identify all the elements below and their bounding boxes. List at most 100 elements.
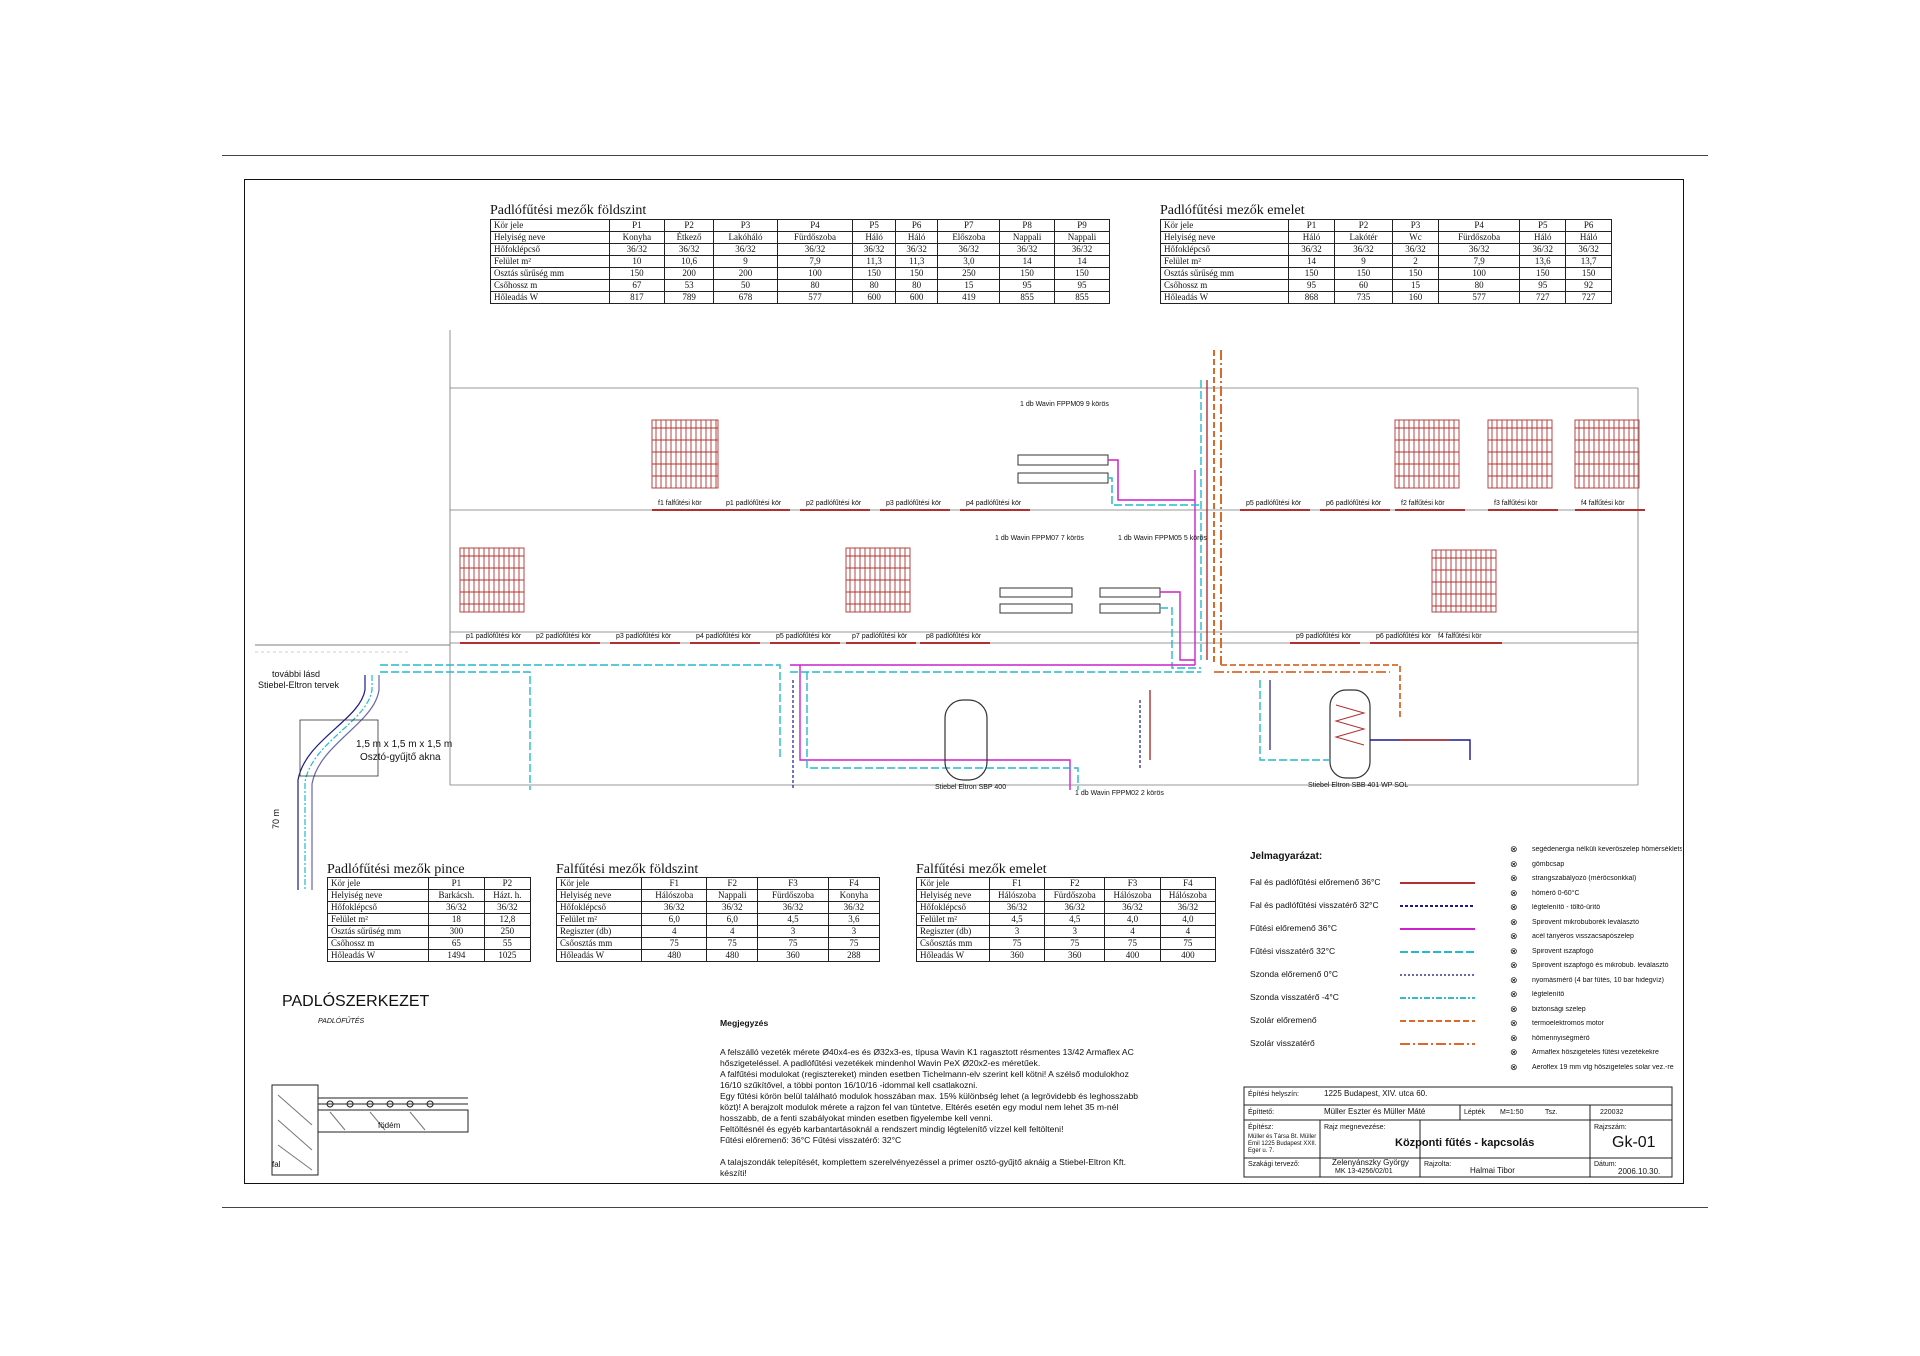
note-line: [720, 1146, 1200, 1157]
table-cell: 150: [1565, 267, 1612, 280]
tb-site-label: Építési helyszín:: [1248, 1091, 1299, 1098]
tb-engineer: Zelenyánszky György: [1332, 1158, 1409, 1167]
legend-symbol-label: gömbcsap: [1532, 860, 1565, 868]
legend-symbol-label: Armaflex hőszigetelés fűtési vezetékekre: [1532, 1049, 1659, 1056]
circuit-label: p9 padlófűtési kör: [1296, 633, 1352, 640]
legend-symbol-icon: ⊗: [1510, 931, 1518, 941]
table-cell: Hőleadás W: [1159, 291, 1290, 304]
tank1-label: Stiebel Eltron SBP 400: [935, 784, 1007, 791]
note-line: készíti!: [720, 1168, 747, 1178]
depth-label: 70 m: [271, 808, 282, 830]
circuit-label: f4 falfűtési kör: [1581, 500, 1625, 507]
legend-symbol-label: légtelenítő: [1532, 991, 1565, 998]
tb-jobno-label: Tsz.: [1545, 1109, 1558, 1116]
table-cell: 36/32: [713, 243, 778, 256]
table-cell: 789: [663, 291, 715, 304]
table-cell: 727: [1565, 291, 1612, 304]
table-title-wall-upper: Falfűtési mezők emelet: [916, 862, 1047, 877]
floor-label: födém: [378, 1121, 401, 1130]
legend-symbol-label: Spirovent iszapfogó: [1532, 947, 1594, 955]
table-title-floor-ground: Padlófűtési mezők földszint: [490, 203, 647, 218]
circuit-label: p5 padlófűtési kör: [1246, 500, 1302, 507]
circuit-label: p7 padlófűtési kör: [852, 633, 908, 640]
note-line: Egy fűtési körön belül található modulok…: [720, 1091, 1139, 1101]
legend-symbol-label: Spirovent mikrobuborék leválasztó: [1532, 918, 1639, 926]
bottom-rule: [222, 1207, 1708, 1208]
note-line: hőszigeteléssel. A padlófűtési vezetékek…: [720, 1058, 1041, 1068]
circuit-label: p3 padlófűtési kör: [886, 500, 942, 507]
note-line: A talajszondák telepítését, komplettem s…: [720, 1157, 1127, 1167]
wall-register: [651, 419, 719, 489]
legend-symbol-icon: ⊗: [1510, 902, 1518, 912]
legend-symbol-icon: ⊗: [1510, 1003, 1518, 1014]
table-cell: 855: [1054, 291, 1110, 304]
manifold-top-label: 1 db Wavin FPPM09 9 körös: [1020, 401, 1109, 408]
table-cell: 36/32: [1054, 243, 1110, 256]
legend-symbol-icon: ⊗: [1510, 887, 1518, 898]
legend-symbol-icon: ⊗: [1510, 989, 1518, 999]
tb-drawn: Halmai Tibor: [1470, 1166, 1515, 1175]
circuit-label: p4 padlófűtési kör: [696, 633, 752, 640]
legend-label: Szonda visszatérő -4°C: [1250, 992, 1339, 1002]
tb-number: Gk-01: [1612, 1134, 1656, 1151]
tb-drawing: Központi fűtés - kapcsolás: [1395, 1137, 1535, 1149]
tb-date-label: Dátum:: [1594, 1161, 1617, 1168]
circuit-label: p1 padlófűtési kör: [726, 500, 782, 507]
circuit-label: f4 falfűtési kör: [1438, 633, 1482, 640]
table-title-wall-ground: Falfűtési mezők földszint: [556, 862, 699, 877]
legend-label: Szolár visszatérő: [1250, 1038, 1315, 1048]
circuit-label: p8 padlófűtési kör: [926, 633, 982, 640]
table-cell: 36/32: [1565, 243, 1612, 256]
note-line: hosszabb, de a fenti szabályokat minden …: [720, 1113, 993, 1123]
shaft-size-label: 1,5 m x 1,5 m x 1,5 m: [356, 739, 453, 750]
table-cell: Hőleadás W: [555, 949, 643, 962]
legend-symbol-label: acél tányéros visszacsapószelep: [1532, 933, 1634, 940]
circuit-label: f2 falfűtési kör: [1401, 500, 1445, 507]
tb-site: 1225 Budapest, XIV. utca 60.: [1324, 1089, 1428, 1098]
circuit-label: f3 falfűtési kör: [1494, 500, 1538, 507]
legend-symbol-label: Spirovent iszapfogó és mikrobub. leválas…: [1532, 962, 1669, 969]
legend-symbol-icon: ⊗: [1510, 945, 1518, 956]
legend-symbol-label: hőmennyiségmérő: [1532, 1034, 1590, 1042]
notes-lines: A felszálló vezeték mérete Ø40x4-es és Ø…: [720, 1047, 1200, 1179]
table-cell: 160: [1392, 291, 1439, 304]
legend-symbol-label: segédenergia nélküli keverőszelep hőmérs…: [1532, 846, 1682, 853]
circuit-label: p6 padlófűtési kör: [1326, 500, 1382, 507]
legend-symbol-icon: ⊗: [1510, 916, 1518, 927]
section-title: PADLÓSZERKEZET: [282, 993, 430, 1010]
legend-symbol-icon: ⊗: [1510, 1047, 1518, 1057]
tb-jobno: 220032: [1600, 1109, 1624, 1116]
legend-title: Jelmagyarázat:: [1250, 851, 1323, 862]
note-line: A falfűtési modulokat (regisztereket) mi…: [720, 1069, 1129, 1079]
tb-scale: M=1:50: [1500, 1109, 1524, 1116]
table-title-floor-upper: Padlófűtési mezők emelet: [1160, 203, 1305, 218]
tb-number-label: Rajzszám:: [1594, 1124, 1627, 1131]
note-line: Fűtési előremenő: 36°C Fűtési visszatérő…: [720, 1135, 902, 1145]
circuit-label: f1 falfűtési kör: [658, 500, 702, 507]
table-cell: 727: [1519, 291, 1567, 304]
tb-designer: Müller és Társa Bt. Müller Emil 1225 Bud…: [1248, 1134, 1317, 1154]
circuit-label: p1 padlófűtési kör: [466, 633, 522, 640]
table-cell: 600: [852, 291, 896, 304]
table-cell: 1025: [483, 949, 532, 962]
top-rule: [222, 155, 1708, 156]
tb-date: 2006.10.30.: [1618, 1167, 1661, 1176]
table-cell: Hőleadás W: [916, 949, 990, 962]
legend-symbol-icon: ⊗: [1510, 1032, 1518, 1043]
tb-license: MK 13-4256/02/01: [1335, 1168, 1393, 1175]
